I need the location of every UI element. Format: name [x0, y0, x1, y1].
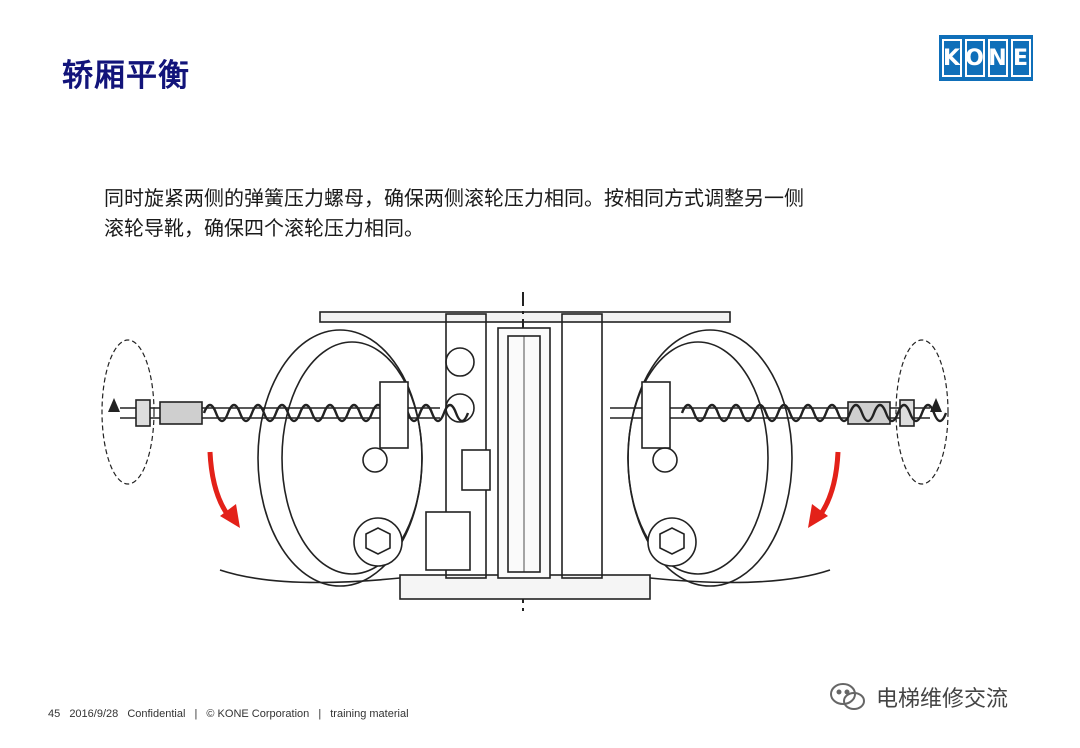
instruction-text: 同时旋紧两侧的弹簧压力螺母，确保两侧滚轮压力相同。按相同方式调整另一侧 滚轮导靴…	[104, 183, 1004, 243]
right-axle	[652, 447, 678, 473]
right-roller-inner	[627, 341, 769, 575]
top-plate	[319, 311, 731, 323]
right-hex-nut	[647, 517, 697, 567]
footer-separator: |	[318, 708, 322, 720]
logo-letter-o: O	[964, 39, 985, 77]
left-hex-nut	[353, 517, 403, 567]
footer-material: training material	[330, 708, 409, 720]
slide-title: 轿厢平衡	[62, 58, 190, 94]
center-nut-mid	[445, 393, 475, 423]
watermark-text: 电梯维修交流	[876, 687, 1009, 712]
roller-guide-shoe-drawing	[101, 292, 949, 612]
left-spring-sleeve	[159, 401, 203, 425]
center-frame-left	[445, 313, 487, 579]
center-frame-right	[561, 313, 603, 579]
footer-date: 2016/9/28	[69, 708, 119, 720]
right-spring	[680, 403, 948, 423]
page-number: 45	[48, 708, 61, 720]
right-rotation-indicator	[895, 339, 949, 485]
left-rotation-indicator	[101, 339, 155, 485]
logo-letter-e: E	[1010, 39, 1031, 77]
footer-confidential: Confidential	[127, 708, 186, 720]
right-red-arrow	[815, 451, 841, 520]
left-roller-inner	[281, 341, 423, 575]
watermark: 电梯维修交流	[828, 680, 1008, 714]
left-axle	[362, 447, 388, 473]
instruction-line-1: 同时旋紧两侧的弹簧压力螺母，确保两侧滚轮压力相同。按相同方式调整另一侧	[104, 186, 804, 210]
right-spring-nut	[899, 399, 915, 427]
instruction-line-2: 滚轮导靴，确保四个滚轮压力相同。	[104, 216, 424, 240]
kone-logo: K O N E	[939, 35, 1033, 81]
wechat-icon	[830, 683, 865, 710]
left-red-arrow	[207, 451, 233, 520]
left-spring-nut	[135, 399, 151, 427]
logo-letter-n: N	[987, 39, 1008, 77]
logo-letter-k: K	[941, 39, 962, 77]
center-nut-top	[445, 347, 475, 377]
bottom-base	[399, 574, 651, 600]
left-spring	[202, 403, 470, 423]
slide-footer: 45 2016/9/28 Confidential | © KONE Corpo…	[48, 708, 415, 720]
footer-copyright: © KONE Corporation	[206, 708, 310, 720]
footer-separator: |	[194, 708, 198, 720]
